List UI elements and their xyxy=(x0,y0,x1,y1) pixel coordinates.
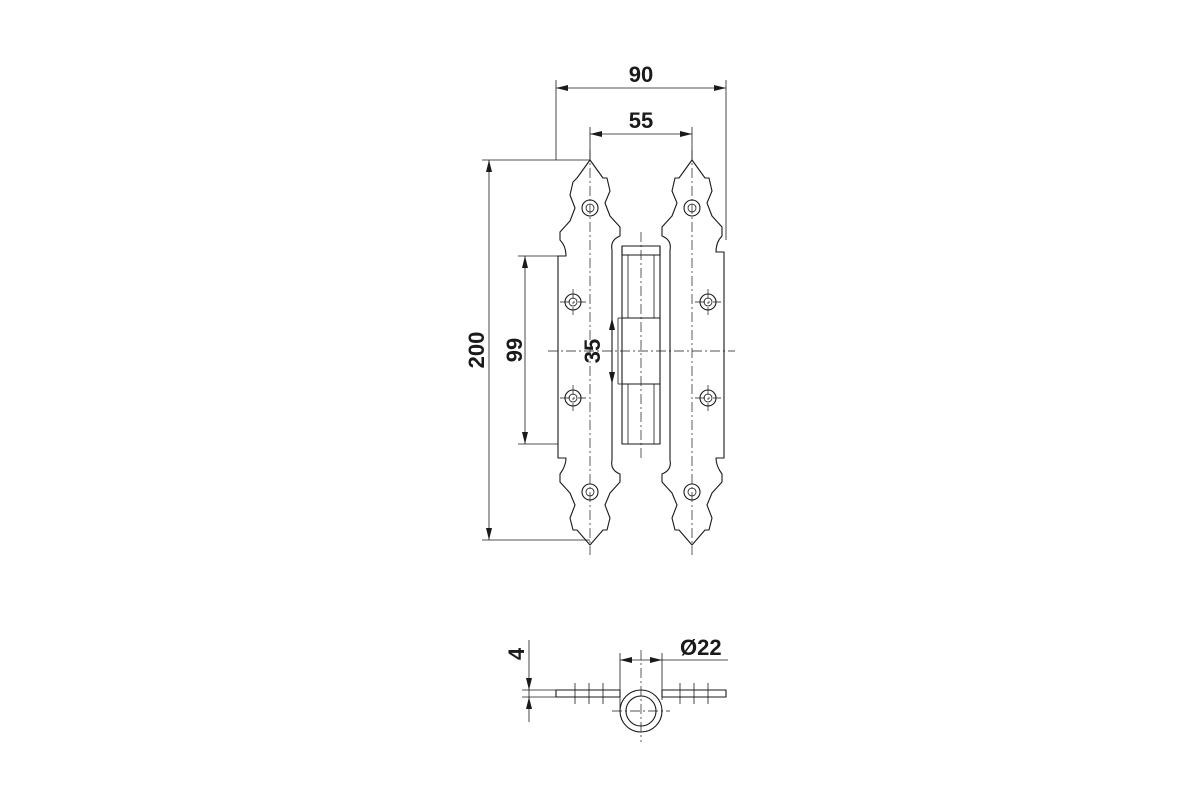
dimension-pin-diameter: Ø22 xyxy=(619,635,728,711)
dimension-label-4: 4 xyxy=(504,647,529,660)
right-leaf xyxy=(661,159,725,546)
dimension-label-55: 55 xyxy=(629,108,653,133)
side-leaf-left xyxy=(555,689,621,698)
dimension-mid-height: 99 xyxy=(502,255,558,445)
hinge-front-view xyxy=(548,150,735,555)
dimension-label-200: 200 xyxy=(464,332,489,369)
dimension-overall-height: 200 xyxy=(464,159,590,541)
dimension-leaf-spacing: 55 xyxy=(589,108,693,160)
dimension-label-99: 99 xyxy=(502,338,527,362)
dimension-label-35: 35 xyxy=(580,339,605,363)
hinge-knuckle xyxy=(617,245,661,445)
dimension-thickness: 4 xyxy=(504,640,556,722)
dimension-knuckle-height: 35 xyxy=(580,318,615,384)
hinge-side-view xyxy=(555,650,727,742)
side-barrel xyxy=(612,650,670,742)
dimension-label-pin-diameter: Ø22 xyxy=(680,635,722,660)
dimension-overall-width: 90 xyxy=(555,62,727,240)
dimension-label-90: 90 xyxy=(629,62,653,87)
center-lines xyxy=(548,150,735,555)
